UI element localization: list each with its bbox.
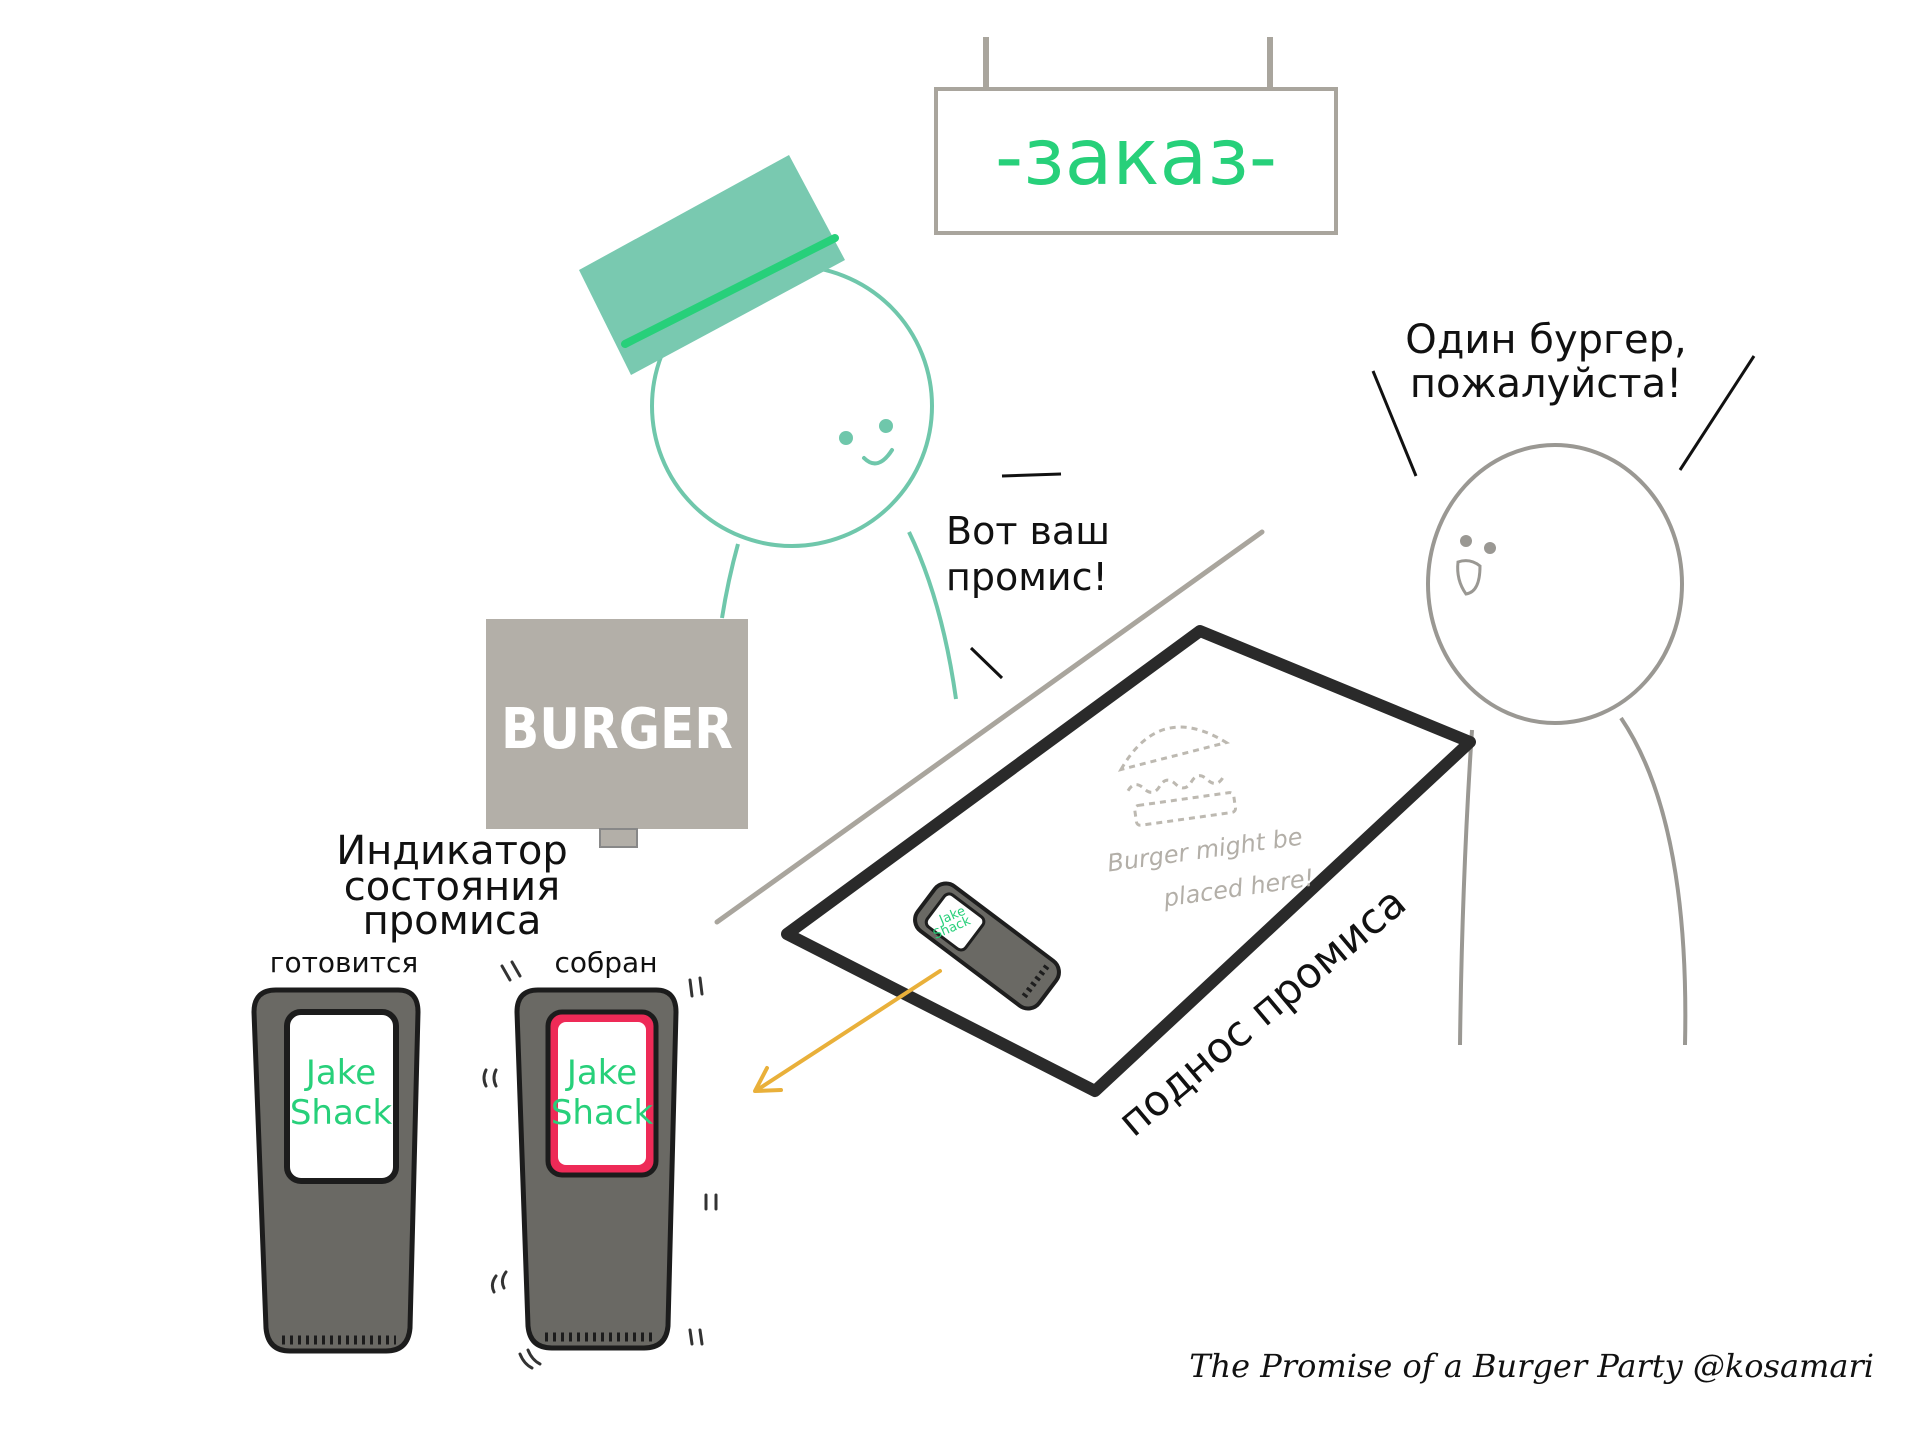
indicator-title-line3: промиса [363, 898, 542, 944]
cashier [579, 155, 958, 700]
pager-ready-brand-line1: Jake [565, 1053, 637, 1093]
customer-speech-line2: пожалуйста! [1410, 361, 1682, 407]
credit-text: The Promise of a Burger Party @kosamari [1189, 1347, 1874, 1385]
arrow-to-indicator [753, 969, 942, 1093]
arrow-shaft [755, 969, 942, 1092]
cashier-body-left [720, 543, 740, 619]
cashier-speech-line2: промис! [946, 555, 1108, 599]
cashier-eye-left [839, 431, 853, 445]
customer-body-left [1458, 729, 1474, 1046]
customer-body-right [1619, 716, 1688, 1046]
pager-pending: готовится Jake Shack [251, 946, 421, 1354]
pager-ready-label: собран [554, 946, 657, 979]
vibration-mark [688, 976, 704, 998]
burger-sign-text: BURGER [501, 697, 733, 762]
vibration-mark [490, 1270, 508, 1294]
speech-mark-top [1001, 472, 1062, 478]
customer-eye-right [1484, 542, 1496, 554]
hat-band [621, 234, 839, 348]
hat-body [579, 155, 845, 375]
burger-sign-stand [599, 828, 638, 848]
vibration-mark [482, 1068, 498, 1088]
tray-pager-screen [924, 892, 986, 952]
burger-outline [1117, 725, 1237, 827]
indicator-title: Индикатор состояния промиса [336, 828, 568, 944]
counter-edge [714, 529, 1265, 925]
order-sign: -заказ- [934, 37, 1338, 235]
cashier-body-right [907, 531, 958, 700]
vibration-marks [482, 960, 718, 1370]
customer-eye-left [1460, 535, 1472, 547]
cashier-speech-line1: Вот ваш [946, 509, 1110, 553]
pager-pending-brand-line1: Jake [304, 1053, 376, 1093]
pager-pending-label: готовится [270, 946, 419, 979]
customer-speech: Один бургер, пожалуйста! [1371, 317, 1756, 477]
cashier-speech: Вот ваш промис! [946, 472, 1110, 680]
vibration-mark [500, 960, 522, 982]
cashier-hat [579, 155, 845, 375]
arrow-head [753, 1066, 783, 1093]
customer-mouth [1456, 559, 1482, 596]
customer-head [1426, 443, 1684, 725]
sign-text: -заказ- [995, 113, 1277, 203]
pager-pending-brand-line2: Shack [290, 1093, 393, 1133]
vibration-mark [518, 1348, 542, 1370]
tray-pager: Jake Shack [913, 881, 1061, 1011]
sign-board [934, 87, 1338, 235]
exclaim-mark-right [1678, 355, 1756, 471]
burger-patty [1126, 774, 1225, 794]
burger-sign-board [486, 619, 748, 829]
tray-outline [781, 625, 1476, 1097]
indicator-title-line1: Индикатор [336, 828, 568, 874]
vibration-mark [688, 1328, 704, 1346]
customer-speech-line1: Один бургер, [1405, 317, 1686, 363]
pager-pending-screen [284, 1009, 399, 1184]
burger-bun-bottom [1133, 791, 1237, 827]
indicator-title-line2: состояния [344, 864, 561, 910]
pager-ready: собран Jake Shack [482, 946, 718, 1370]
customer [1426, 443, 1688, 1046]
promise-tray: Burger might be placed here! Jake Shack … [781, 625, 1476, 1146]
burger-sign: BURGER [486, 619, 748, 848]
burger-bun-top [1117, 725, 1231, 772]
cashier-smile [862, 448, 894, 466]
pager-ready-screen [558, 1022, 646, 1165]
pager-ready-brand-line2: Shack [551, 1093, 654, 1133]
cashier-eye-right [879, 419, 893, 433]
exclaim-mark-left [1371, 370, 1418, 477]
vibration-mark [704, 1193, 718, 1211]
speech-mark-bottom [969, 646, 1004, 680]
